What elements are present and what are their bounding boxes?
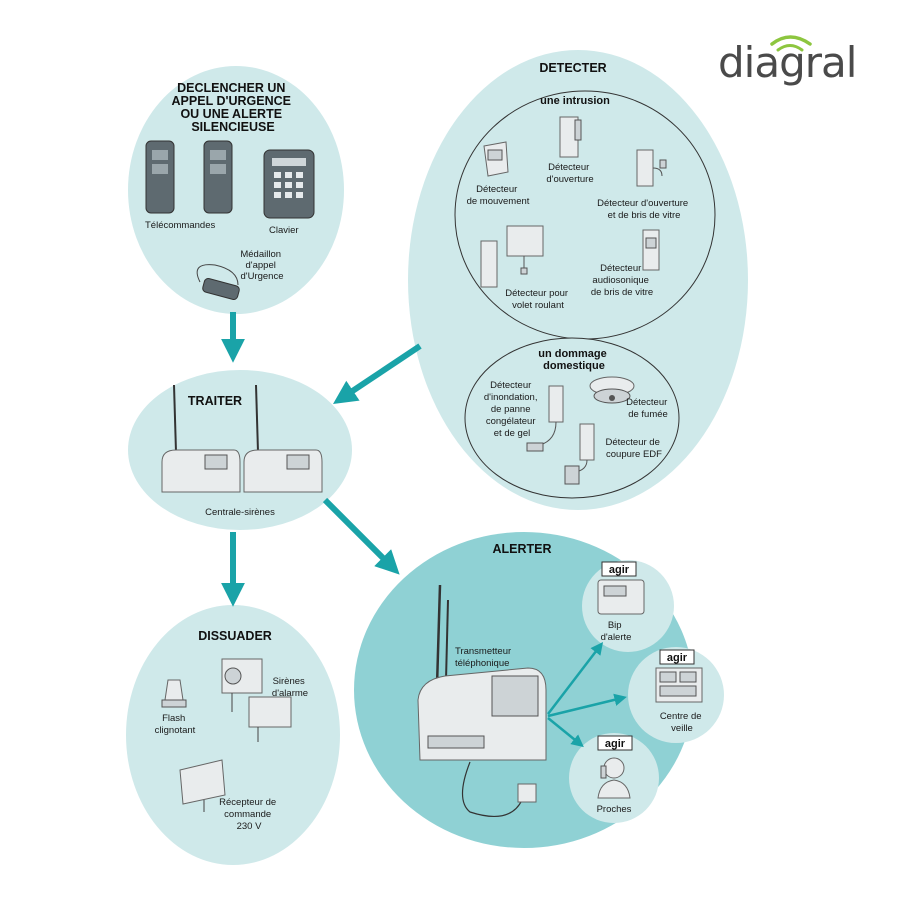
circle-dommage	[464, 337, 680, 499]
label-clavier: Clavier	[269, 225, 299, 236]
agir-label-proches: agir	[605, 738, 626, 750]
label-ouverture: Détecteur d'ouverture	[546, 162, 593, 185]
dommage-title: un dommage domestique	[538, 348, 610, 372]
agir-box-bip	[601, 561, 637, 577]
label-flash: Flash clignotant	[155, 713, 196, 736]
label-proches: Proches	[597, 804, 632, 815]
detecter-section: DETECTER une intrusion Détecteur de mouv…	[467, 61, 691, 485]
phone-transmitter-icon	[417, 584, 547, 818]
logo-text: diagral	[718, 38, 856, 87]
label-transmetteur: Transmetteur téléphonique	[455, 646, 514, 669]
alerter-section: ALERTER Transmetteur téléphonique agir B…	[417, 542, 704, 818]
arrow-alerter-centre	[547, 693, 627, 718]
smoke-detector-icon	[589, 376, 635, 404]
agir-box-proches	[597, 735, 633, 751]
agir-box-centre	[659, 649, 695, 665]
agir-label-bip: agir	[609, 564, 630, 576]
person-phone-icon	[597, 757, 631, 799]
arrow-traiter-alerter	[322, 497, 400, 575]
detecter-title: DETECTER	[539, 61, 606, 75]
label-mouvement: Détecteur de mouvement	[467, 184, 530, 207]
central-siren-icon	[161, 384, 323, 493]
label-centre: Centre de veille	[660, 711, 704, 734]
diagral-logo: diagral	[718, 35, 857, 87]
medallion-icon	[196, 264, 240, 301]
shutter-detector-icon	[480, 225, 544, 288]
dissuader-section: DISSUADER Sirènes d'alarme Flash clignot…	[155, 629, 308, 832]
arrow-alerter-proches	[547, 717, 584, 748]
audiosonic-detector-icon	[642, 229, 660, 271]
label-inondation: Détecteur d'inondation, de panne congéla…	[484, 380, 540, 439]
motion-detector-icon	[483, 141, 509, 177]
traiter-title: TRAITER	[188, 394, 242, 408]
traiter-section: TRAITER Centrale-sirènes	[161, 384, 323, 518]
bubble-declencher	[128, 66, 344, 314]
label-volet: Détecteur pour volet roulant	[505, 288, 570, 311]
siren-icon	[221, 658, 292, 742]
label-sirenes: Sirènes d'alarme	[272, 676, 308, 699]
label-bip: Bip d'alerte	[601, 620, 632, 643]
door-detector-icon	[559, 116, 582, 158]
dissuader-title: DISSUADER	[198, 629, 272, 643]
label-telecommandes: Télécommandes	[145, 220, 215, 231]
label-medaillon: Médaillon d'appel d'Urgence	[240, 249, 283, 282]
label-bris-vitre: Détecteur d'ouverture et de bris de vitr…	[597, 198, 691, 221]
monitoring-center-icon	[655, 667, 703, 703]
alerter-title: ALERTER	[492, 542, 551, 556]
label-edf: Détecteur de coupure EDF	[605, 437, 662, 460]
remote-control-icon	[145, 140, 233, 214]
intrusion-title: une intrusion	[540, 95, 610, 107]
label-fumee: Détecteur de fumée	[626, 397, 670, 420]
receiver-icon	[179, 759, 226, 812]
label-audiosonique: Détecteur audiosonique de bris de vitre	[591, 263, 653, 298]
declencher-section: DECLENCHER UN APPEL D'URGENCE OU UNE ALE…	[145, 81, 315, 301]
declencher-title: DECLENCHER UN APPEL D'URGENCE OU UNE ALE…	[172, 81, 295, 134]
flash-icon	[161, 679, 187, 708]
keypad-icon	[263, 149, 315, 219]
label-centrale: Centrale-sirènes	[205, 507, 275, 518]
label-recepteur: Récepteur de commande 230 V	[219, 797, 279, 832]
power-cut-detector-icon	[564, 423, 595, 485]
arrow-detecter-traiter	[333, 343, 422, 404]
bubble-dissuader	[126, 605, 340, 865]
arrow-alerter-bip	[547, 642, 604, 715]
flood-detector-icon	[526, 385, 564, 452]
pager-icon	[597, 579, 645, 615]
glass-break-detector-icon	[636, 149, 667, 187]
agir-label-centre: agir	[667, 652, 688, 664]
